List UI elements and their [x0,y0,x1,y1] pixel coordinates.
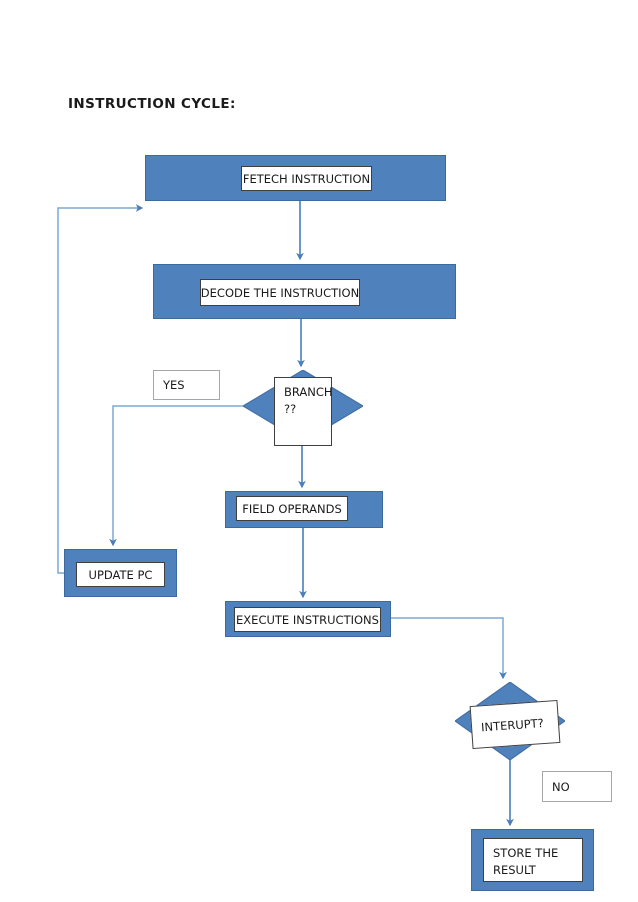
edge-branch-updatepc [109,405,243,547]
node-branch-label: BRANCH ?? [274,377,333,446]
node-branch-label-line1: BRANCH [284,385,333,399]
node-fetch-instruction-label: FETECH INSTRUCTION [241,166,372,191]
edge-updatepc-fetch [57,204,144,574]
node-decode-instruction-label: DECODE THE INSTRUCTION [200,279,360,306]
node-update-pc-label: UPDATE PC [76,562,165,587]
edge-label-no: NO [542,771,612,802]
node-branch-label-line2: ?? [284,402,297,416]
node-field-operands-label: FIELD OPERANDS [236,496,348,521]
edge-execute-interrupt [391,617,507,680]
edge-label-yes: YES [153,370,220,400]
node-store-result-line1: STORE THE [493,846,559,860]
page-title: INSTRUCTION CYCLE: [68,96,236,112]
node-store-result-line2: RESULT [493,863,536,877]
node-execute-instructions-label: EXECUTE INSTRUCTIONS [234,607,381,632]
node-store-result-label: STORE THE RESULT [483,838,583,882]
node-interrupt-label: INTERUPT? [469,699,561,750]
